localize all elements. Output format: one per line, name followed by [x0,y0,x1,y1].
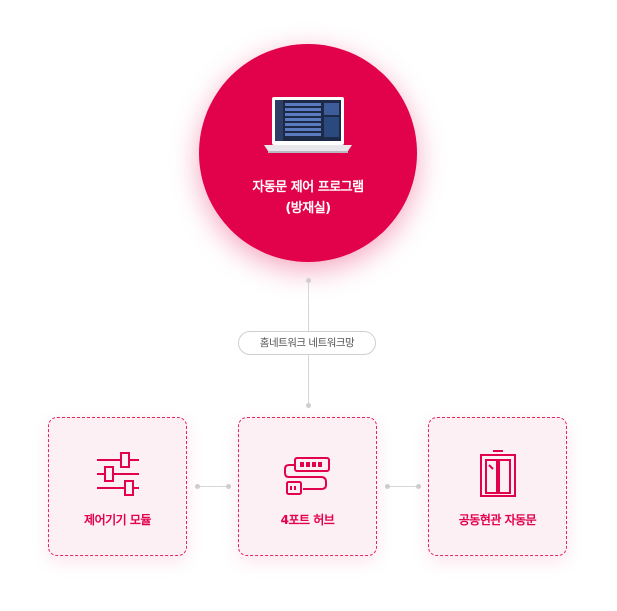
module-hub-label: 4포트 허브 [280,513,335,527]
connector-dot-top [306,278,311,283]
control-program-title-line2: (방재실) [285,201,331,216]
module-controller-label: 제어기기 모듈 [84,513,151,527]
control-program-title: 자동문 제어 프로그램 (방재실) [199,177,417,219]
connector-dot-left-a [195,484,200,489]
connector-line-left [200,486,226,487]
control-program-node: 자동문 제어 프로그램 (방재실) [199,44,417,262]
module-door: 공동현관 자동문 [428,417,567,556]
sliders-icon [97,452,139,496]
connector-dot-bottom [306,403,311,408]
connector-dot-right-b [416,484,421,489]
laptop-icon [264,97,352,153]
door-icon [480,450,516,497]
connector-dot-right-a [385,484,390,489]
connector-dot-left-b [226,484,231,489]
control-program-title-line1: 자동문 제어 프로그램 [252,180,364,195]
module-door-label: 공동현관 자동문 [458,513,537,527]
connector-line-upper [308,283,309,331]
connector-line-lower [308,355,309,403]
usb-hub-icon [284,457,330,495]
module-controller: 제어기기 모듈 [48,417,187,556]
network-label: 홈네트워크 네트워크망 [238,331,376,355]
connector-line-right [390,486,416,487]
module-hub: 4포트 허브 [238,417,377,556]
